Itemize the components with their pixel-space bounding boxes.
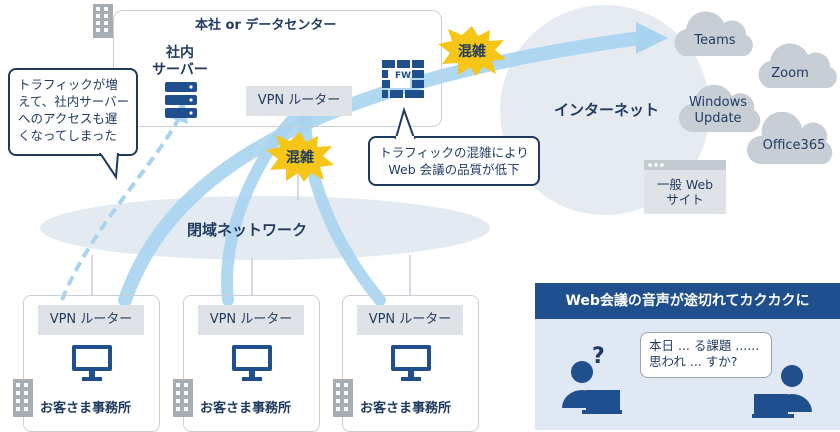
building-icon xyxy=(333,379,353,417)
callout-right: トラフィックの混雑により Web 会議の品質が低下 xyxy=(368,136,540,186)
cloud-icon-teams xyxy=(674,11,753,56)
hq-title: 本社 or データセンター xyxy=(195,18,337,33)
building-icon xyxy=(173,379,193,417)
firewall-icon xyxy=(382,60,424,98)
person-icon xyxy=(562,361,622,414)
firewall-label: FW xyxy=(394,71,412,81)
server-icon xyxy=(165,82,197,118)
building-icon xyxy=(93,4,113,38)
question-mark: ? xyxy=(592,344,605,369)
office-name-2: お客さま事務所 xyxy=(200,401,292,416)
congestion-label-mid: 混雑 xyxy=(286,150,314,166)
server-label: 社内 サーバー xyxy=(152,45,208,78)
congestion-label-top: 混雑 xyxy=(458,44,486,60)
cloud-label-windows-update: Windows Update xyxy=(688,95,748,126)
congestion-burst-mid xyxy=(266,132,334,182)
monitor-icon xyxy=(391,345,431,381)
congestion-burst-top xyxy=(438,26,506,76)
cloud-label-office365: Office365 xyxy=(762,138,826,153)
speech-bubble: 本日 ... る課題 ...... 思われ ... すか? xyxy=(640,332,772,378)
cloud-icon-office365 xyxy=(746,112,833,164)
callout-left: トラフィックが増 えて、社内サーバー へのアクセスも遅 くなってしまった xyxy=(8,68,138,156)
office-vpn-router-2: VPN ルーター xyxy=(198,305,304,335)
callout-right-tail xyxy=(394,106,416,140)
cloud-label-teams: Teams xyxy=(694,33,736,48)
monitor-icon xyxy=(232,345,272,381)
cloud-icon-windows-update xyxy=(678,84,761,132)
office-name-1: お客さま事務所 xyxy=(40,401,132,416)
callout-left-tail xyxy=(98,153,120,180)
monitor-icon xyxy=(72,345,112,381)
cloud-icon-zoom xyxy=(758,43,837,88)
website-label: 一般 Web サイト xyxy=(656,177,714,207)
closed-network-label: 閉域ネットワーク xyxy=(187,221,308,239)
internet-label: インターネット xyxy=(554,101,660,119)
building-icon xyxy=(13,379,33,417)
office-vpn-router-1: VPN ルーター xyxy=(38,305,144,335)
office-vpn-router-3: VPN ルーター xyxy=(357,305,463,335)
hq-vpn-router: VPN ルーター xyxy=(246,86,352,116)
panel-title: Web会議の音声が途切れてカクカクに xyxy=(535,283,840,319)
cloud-label-zoom: Zoom xyxy=(771,66,809,81)
office-name-3: お客さま事務所 xyxy=(360,401,452,416)
person-icon xyxy=(752,365,812,418)
browser-window-icon xyxy=(644,160,726,214)
